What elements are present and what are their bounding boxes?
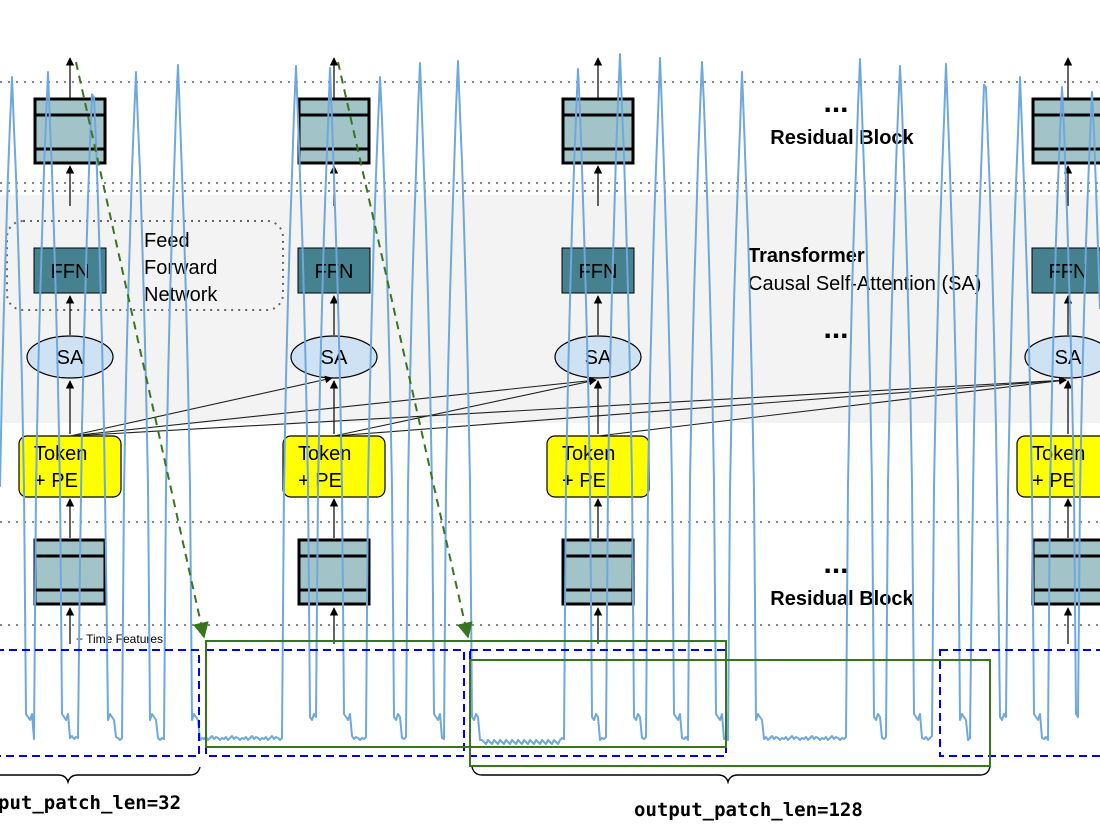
sa-label: SA: [57, 347, 84, 369]
ffn-label: FFN: [51, 261, 90, 283]
token-label: Token: [34, 443, 87, 465]
output-patch-len-label: output_patch_len=128: [634, 799, 863, 821]
ffn-box-1: FFN: [33, 247, 107, 294]
input-patch-1: [0, 649, 200, 757]
token-pe-label: + PE: [1032, 470, 1076, 492]
sa-node-2: SA: [290, 335, 378, 379]
output-patch-1: [205, 640, 727, 748]
time-series-signal: [0, 53, 1100, 745]
token-box-4: Token + PE: [1016, 435, 1100, 498]
residual-block-bottom-title: Residual Block: [770, 588, 914, 610]
input-patch-2: [205, 649, 465, 757]
output-guide-arrows: [75, 61, 473, 639]
residual-block-top-title: Residual Block: [770, 127, 914, 149]
token-label: Token: [298, 443, 351, 465]
sa-label: SA: [1055, 347, 1082, 369]
output-patches: [205, 640, 991, 767]
transformer-title: Transformer: [748, 245, 865, 267]
residual-block-bottom-4: [1031, 538, 1100, 606]
ffn-legend-line-2: Forward: [144, 257, 217, 279]
token-box-3: Token+ PE: [546, 435, 650, 498]
sa-label: SA: [585, 347, 612, 369]
output-patch-2: [469, 659, 991, 767]
time-features-label: + Time Features: [76, 632, 163, 646]
ffn-label: FFN: [579, 261, 618, 283]
sa-node-1: SA: [26, 335, 114, 379]
token-pe-label: + PE: [562, 470, 606, 492]
residual-block-bottom-1: [33, 538, 107, 606]
residual-block-bottom-2: [297, 538, 371, 606]
sa-label: SA: [321, 347, 348, 369]
output-patch-brace: [471, 766, 991, 785]
token-pe-label: + PE: [34, 470, 78, 492]
ffn-legend-line-3: Network: [144, 284, 218, 306]
transformer-ellipsis: ...: [823, 312, 848, 345]
residual-block-top-ellipsis: ...: [823, 86, 848, 119]
input-patch-brace: [0, 766, 201, 785]
ffn-legend-line-1: Feed: [144, 230, 190, 252]
token-pe-label: + PE: [298, 470, 342, 492]
input-patch-4: [939, 649, 1100, 757]
transformer-subtitle: Causal Self-Attention (SA): [748, 273, 981, 295]
input-patch-len-label: put_patch_len=32: [0, 792, 181, 814]
residual-block-bottom-3: [561, 538, 635, 606]
transformer-panel: [0, 195, 1100, 423]
residual-block-top-1: [33, 97, 107, 165]
ffn-box-2: FFN: [297, 247, 371, 294]
sa-node-4: SA: [1024, 335, 1100, 379]
token-box-1: Token + PE: [18, 435, 122, 498]
sa-node-3: SA: [554, 335, 642, 379]
ffn-box-4: FFN: [1031, 247, 1100, 294]
attention-connections: [69, 375, 1067, 437]
ffn-label: FFN: [315, 261, 354, 283]
token-label: Token: [1032, 443, 1085, 465]
residual-block-bottom-ellipsis: ...: [823, 547, 848, 580]
ffn-box-3: FFN: [561, 247, 635, 294]
